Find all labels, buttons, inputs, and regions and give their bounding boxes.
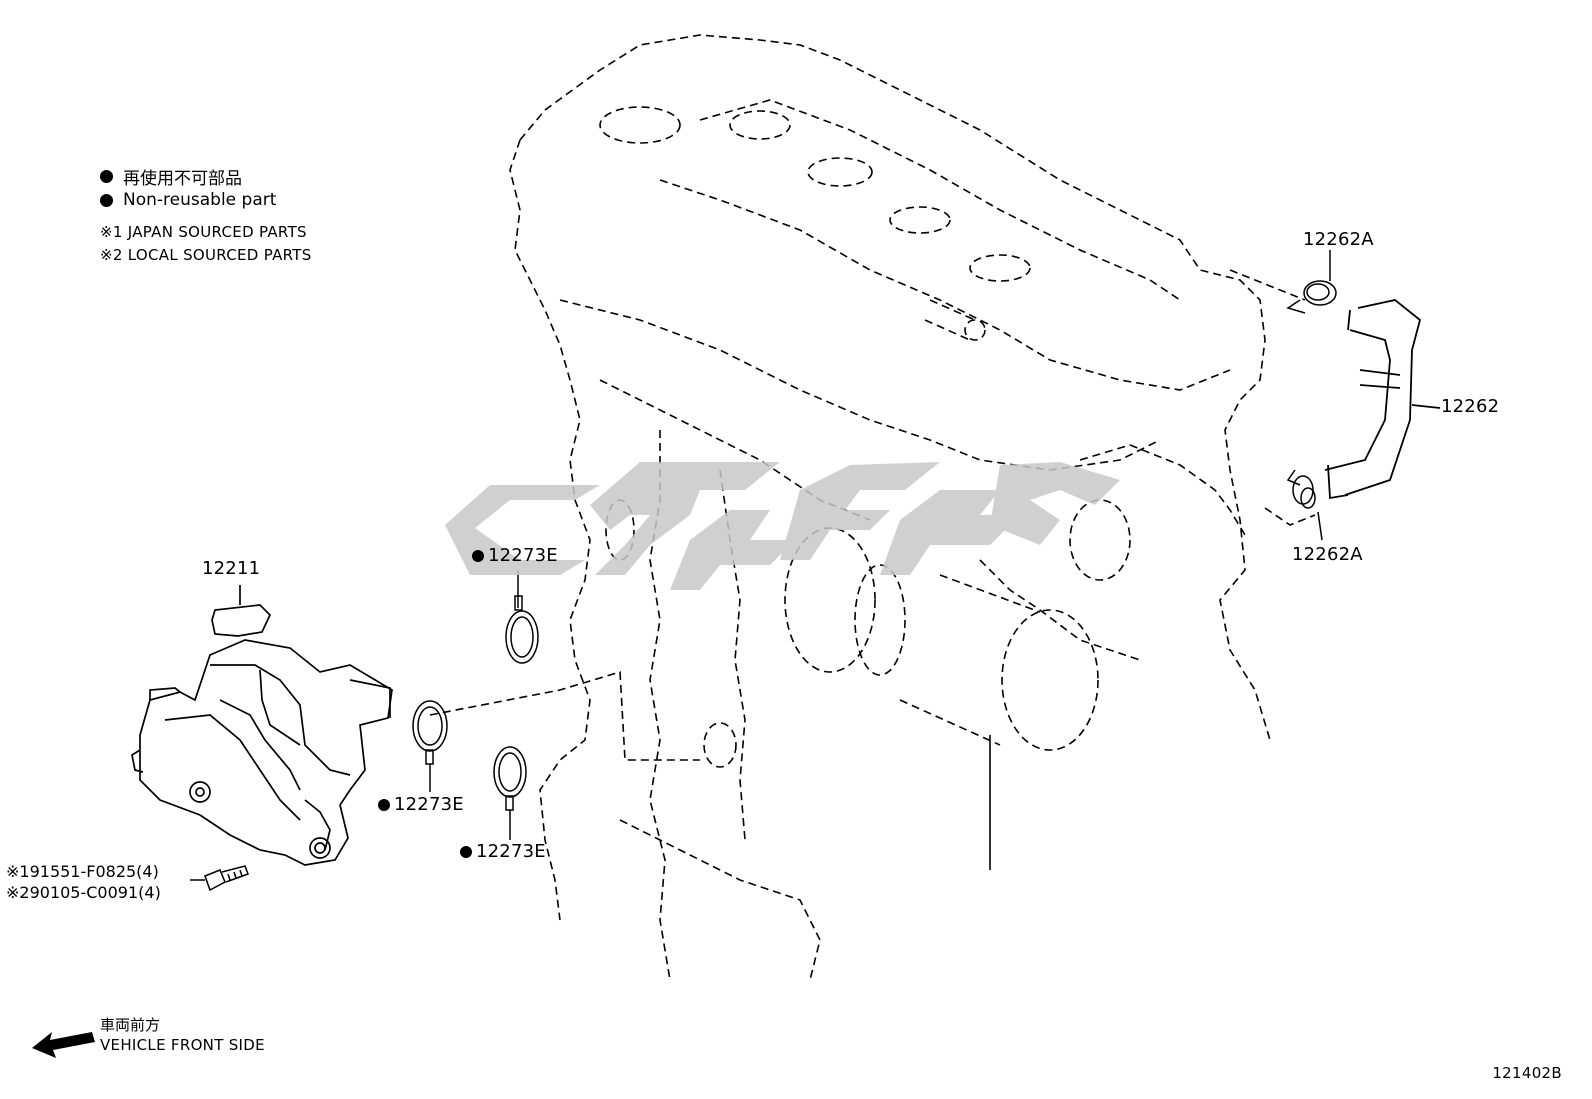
filled-circle-icon <box>472 549 484 562</box>
gasket-middle-shape <box>412 700 448 792</box>
vehicle-front-side-en: VEHICLE FRONT SIDE <box>100 1036 265 1054</box>
callout-gasket-upper-label: 12273E <box>488 545 558 566</box>
legend-note-japan-sourced: ※1 JAPAN SOURCED PARTS <box>100 222 307 241</box>
legend-non-reusable-jp: 再使用不可部品 <box>100 164 420 189</box>
bolt-shape <box>190 865 249 892</box>
oil-separator-shape <box>131 585 393 866</box>
callout-hose-clamp-top: 12262A <box>1303 229 1374 250</box>
diagram-id: 121402B <box>1492 1064 1562 1082</box>
filled-circle-icon <box>100 169 113 183</box>
filled-circle-icon <box>100 193 113 207</box>
ventilation-hose-shape <box>1324 299 1441 500</box>
callout-gasket-lower: 12273E <box>460 841 546 862</box>
gasket-upper-shape <box>505 570 539 664</box>
legend-non-reusable-en-label: Non-reusable part <box>123 190 277 210</box>
filled-circle-icon <box>460 845 472 858</box>
callout-oil-separator: 12211 <box>202 558 260 579</box>
callout-hose-clamp-bottom-label: 12262A <box>1292 544 1363 565</box>
watermark-logo <box>445 462 1120 590</box>
legend-non-reusable-en: Non-reusable part <box>100 188 420 212</box>
fastener-bolt-local: ※290105-C0091(4) <box>6 883 161 902</box>
legend-note-local-sourced: ※2 LOCAL SOURCED PARTS <box>100 245 312 264</box>
callout-hose-clamp-top-label: 12262A <box>1303 229 1374 250</box>
valve-cover-lobes <box>599 106 1031 282</box>
callout-ventilation-hose-label: 12262 <box>1441 396 1500 417</box>
cylindrical-components <box>605 499 1131 768</box>
vehicle-front-side: 車両前方 VEHICLE FRONT SIDE <box>30 1014 350 1060</box>
callout-oil-separator-label: 12211 <box>202 558 261 579</box>
callout-hose-clamp-bottom: 12262A <box>1292 544 1363 565</box>
callout-gasket-middle-label: 12273E <box>394 794 464 815</box>
callout-gasket-lower-label: 12273E <box>476 841 546 862</box>
fastener-bolt-japan: ※191551-F0825(4) <box>6 862 159 881</box>
engine-outline <box>429 34 1316 981</box>
legend: 再使用不可部品 Non-reusable part ※1 JAPAN SOURC… <box>100 164 420 266</box>
callout-gasket-middle: 12273E <box>378 794 464 815</box>
legend-non-reusable-jp-label: 再使用不可部品 <box>123 168 242 189</box>
callout-gasket-upper: 12273E <box>472 545 558 566</box>
hose-clamp-bottom-shape <box>1286 469 1323 541</box>
hose-clamp-top-shape <box>1286 250 1337 314</box>
vehicle-front-side-jp: 車両前方 <box>100 1016 161 1034</box>
callout-ventilation-hose: 12262 <box>1441 396 1499 417</box>
breather-pipe <box>924 299 986 341</box>
filled-circle-icon <box>378 798 390 811</box>
arrow-left-icon <box>32 1032 95 1058</box>
gasket-lower-shape <box>493 746 527 840</box>
